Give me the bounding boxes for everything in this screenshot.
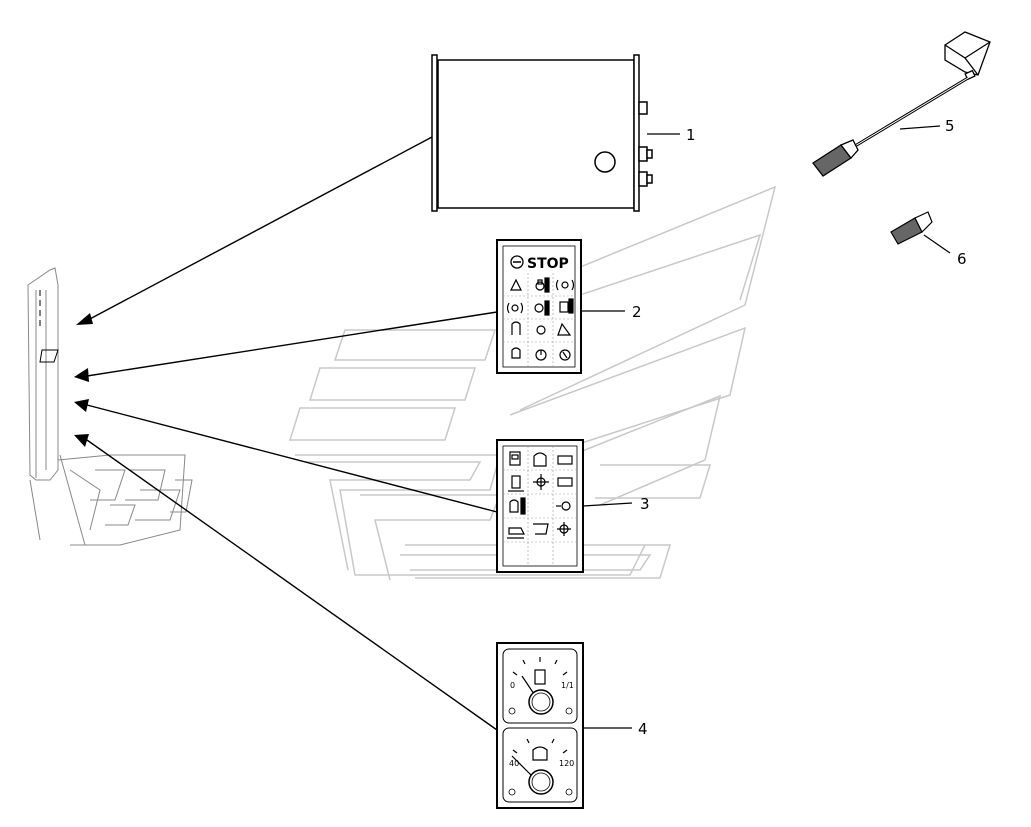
callout-3: 3 bbox=[640, 495, 650, 513]
box-unit bbox=[431, 54, 653, 212]
indicator-panel bbox=[496, 439, 584, 573]
warning-panel: STOP bbox=[496, 239, 582, 374]
callout-6: 6 bbox=[957, 250, 967, 268]
callout-4: 4 bbox=[638, 720, 648, 738]
callout-2: 2 bbox=[632, 303, 642, 321]
arrowheads bbox=[74, 313, 93, 447]
stop-icon bbox=[510, 255, 524, 269]
fuel-gauge: 0 1/1 bbox=[508, 657, 574, 715]
warning-symbol-icons bbox=[506, 277, 575, 361]
temperature-max-label: 120 bbox=[559, 759, 574, 768]
small-plug bbox=[890, 211, 933, 245]
gauge-panel: 0 1/1 40 120 bbox=[496, 642, 584, 809]
indicator-symbol-icons bbox=[507, 451, 573, 539]
callout-1: 1 bbox=[686, 126, 696, 144]
callout-5: 5 bbox=[945, 117, 955, 135]
temperature-min-label: 40 bbox=[509, 759, 519, 768]
connector-plug bbox=[812, 139, 859, 177]
pointer-arrows bbox=[86, 136, 498, 731]
fuel-max-label: 1/1 bbox=[561, 681, 574, 690]
cable-connector bbox=[812, 31, 991, 177]
temperature-gauge: 40 120 bbox=[508, 738, 574, 796]
leader-lines bbox=[581, 125, 951, 729]
fuel-min-label: 0 bbox=[510, 681, 515, 690]
cab-outline bbox=[27, 267, 193, 546]
stop-label: STOP bbox=[527, 256, 569, 272]
